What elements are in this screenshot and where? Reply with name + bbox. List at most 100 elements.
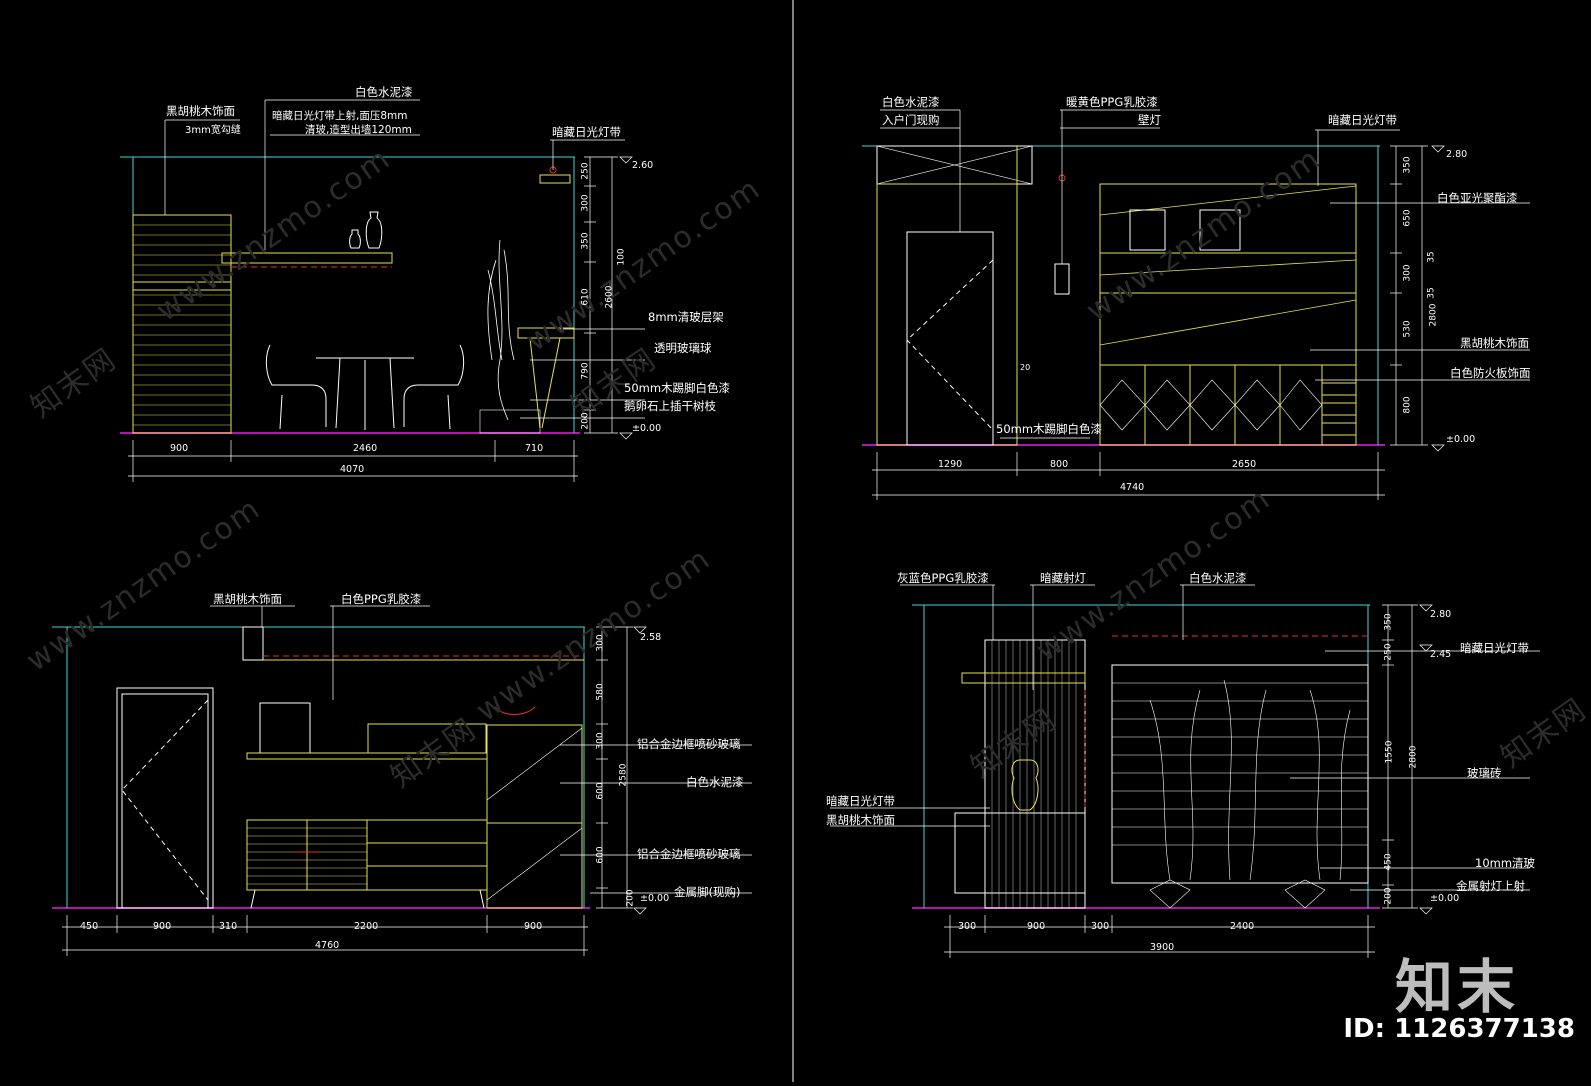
vdim: 300 bbox=[1402, 264, 1413, 282]
brand-logo: 知末 bbox=[1394, 953, 1519, 1021]
label-warm-yellow-paint: 暖黄色PPG乳胶漆 bbox=[1066, 95, 1158, 109]
vdim: 1550 bbox=[1384, 740, 1395, 764]
vdim: 35 bbox=[1426, 251, 1437, 263]
label-frosted-glass-upper: 铝合金边框喷砂玻璃 bbox=[637, 737, 741, 751]
label-white-cement-paint: 白色水泥漆 bbox=[355, 85, 413, 99]
hdim: 710 bbox=[525, 443, 544, 454]
hdim-total: 4740 bbox=[1120, 482, 1145, 493]
vdim: 350 bbox=[1402, 156, 1413, 174]
hdim: 300 bbox=[958, 921, 977, 932]
hdim: 1290 bbox=[938, 459, 963, 470]
vdim: 600 bbox=[595, 846, 606, 864]
hdim: 900 bbox=[170, 443, 189, 454]
label-clear-glass: 10mm清玻 bbox=[1475, 856, 1536, 870]
label-metal-spotlight: 金属射灯上射 bbox=[1456, 879, 1525, 893]
level-top: 2.60 bbox=[632, 160, 654, 171]
label-white-ppg-paint: 白色PPG乳胶漆 bbox=[341, 592, 422, 606]
label-metal-legs: 金属脚(现购) bbox=[674, 885, 741, 899]
label-glass-ball: 透明玻璃球 bbox=[654, 341, 712, 355]
hdim: 900 bbox=[524, 921, 543, 932]
level-mid: 2.45 bbox=[1430, 649, 1452, 660]
hdim-total: 3900 bbox=[1150, 942, 1175, 953]
label-hidden-light-strip: 暗藏日光灯带 bbox=[552, 125, 621, 139]
vdim: 250 bbox=[1383, 643, 1394, 661]
vdim: 100 bbox=[616, 248, 627, 266]
hdim-total: 4760 bbox=[315, 940, 340, 951]
hdim: 310 bbox=[219, 921, 238, 932]
level-floor: ±0.00 bbox=[1430, 893, 1460, 904]
vdim: 800 bbox=[1402, 396, 1413, 414]
vdim: 200 bbox=[580, 412, 591, 430]
hdim: 2200 bbox=[354, 921, 379, 932]
level-floor: ±0.00 bbox=[632, 423, 662, 434]
vdim: 200 bbox=[625, 889, 636, 907]
vdim: 650 bbox=[1402, 209, 1413, 227]
vdim-total: 2800 bbox=[1408, 745, 1419, 769]
vdim: 580 bbox=[595, 683, 606, 701]
label-hidden-light-strip-left: 暗藏日光灯带 bbox=[826, 794, 895, 808]
label-hidden-light-strip: 暗藏日光灯带 bbox=[1328, 113, 1397, 127]
elevation-top-right bbox=[862, 109, 1530, 500]
label-hidden-light-strip: 暗藏日光灯带 bbox=[1460, 641, 1529, 655]
hdim: 900 bbox=[1027, 921, 1046, 932]
label-frosted-glass-lower: 铝合金边框喷砂玻璃 bbox=[637, 847, 741, 861]
vdim: 610 bbox=[580, 288, 591, 306]
label-entry-door: 入户门现购 bbox=[882, 113, 940, 127]
vdim: 450 bbox=[1383, 853, 1394, 871]
label-black-walnut-veneer: 黑胡桃木饰面 bbox=[1460, 336, 1529, 350]
label-grey-blue-ppg-paint: 灰蓝色PPG乳胶漆 bbox=[897, 571, 989, 585]
vdim-total: 2600 bbox=[604, 285, 615, 309]
vdim: 200 bbox=[1383, 887, 1394, 905]
vdim: 300 bbox=[580, 194, 591, 212]
vdim-total: 2580 bbox=[618, 763, 629, 787]
label-pebbles-branches: 鹅卵石上插干树枝 bbox=[624, 399, 716, 413]
label-white-polyester-paint: 白色亚光聚酯漆 bbox=[1437, 191, 1518, 205]
vdim: 600 bbox=[595, 782, 606, 800]
label-wall-lamp: 壁灯 bbox=[1138, 113, 1161, 127]
hdim: 2400 bbox=[1230, 921, 1255, 932]
vdim: 530 bbox=[1402, 320, 1413, 338]
hdim: 300 bbox=[1091, 921, 1110, 932]
elevation-bottom-right bbox=[830, 584, 1540, 958]
label-hidden-spotlight: 暗藏射灯 bbox=[1040, 571, 1086, 585]
label-glass-brick: 玻璃砖 bbox=[1467, 766, 1502, 780]
label-white-fireproof-board: 白色防火板饰面 bbox=[1450, 366, 1531, 380]
label-white-cement-paint: 白色水泥漆 bbox=[1189, 571, 1247, 585]
level-top: 2.58 bbox=[640, 632, 662, 643]
vdim: 300 bbox=[595, 634, 606, 652]
vdim: 250 bbox=[580, 162, 591, 180]
vdim: 300 bbox=[595, 732, 606, 750]
label-groove: 3mm宽勾缝 bbox=[185, 125, 241, 136]
hdim-total: 4070 bbox=[340, 464, 365, 475]
image-id: ID: 1126377138 bbox=[1343, 1014, 1575, 1044]
label-skirting: 50mm木踢脚白色漆 bbox=[996, 422, 1103, 436]
label-glass-shelf: 8mm清玻层架 bbox=[648, 310, 724, 324]
elevation-top-left bbox=[120, 99, 645, 482]
level-top: 2.80 bbox=[1446, 149, 1468, 160]
hdim: 900 bbox=[153, 921, 172, 932]
label-white-cement-paint: 白色水泥漆 bbox=[686, 775, 744, 789]
level-top: 2.80 bbox=[1430, 609, 1452, 620]
label-black-walnut-veneer: 黑胡桃木饰面 bbox=[166, 104, 235, 118]
label-black-walnut-veneer: 黑胡桃木饰面 bbox=[826, 813, 895, 827]
mark-20: 20 bbox=[1020, 363, 1031, 372]
label-skirting: 50mm木踢脚白色漆 bbox=[624, 381, 731, 395]
vdim: 350 bbox=[1383, 613, 1394, 631]
hdim: 450 bbox=[80, 921, 99, 932]
vdim: 35 bbox=[1426, 287, 1437, 299]
vdim-total: 2800 bbox=[1428, 303, 1439, 327]
level-floor: ±0.00 bbox=[640, 893, 670, 904]
label-white-cement-paint: 白色水泥漆 bbox=[882, 95, 940, 109]
label-clear-glass: 清玻,造型出墙120mm bbox=[305, 124, 412, 136]
hdim: 2650 bbox=[1232, 459, 1257, 470]
hdim: 800 bbox=[1050, 459, 1069, 470]
vdim: 790 bbox=[580, 362, 591, 380]
label-black-walnut-veneer: 黑胡桃木饰面 bbox=[213, 592, 282, 606]
level-floor: ±0.00 bbox=[1446, 434, 1476, 445]
elevation-bottom-left bbox=[52, 605, 752, 956]
label-hidden-light-up: 暗藏日光灯带上射,面压8mm bbox=[272, 110, 408, 122]
vdim: 350 bbox=[580, 232, 591, 250]
hdim: 2460 bbox=[353, 443, 378, 454]
